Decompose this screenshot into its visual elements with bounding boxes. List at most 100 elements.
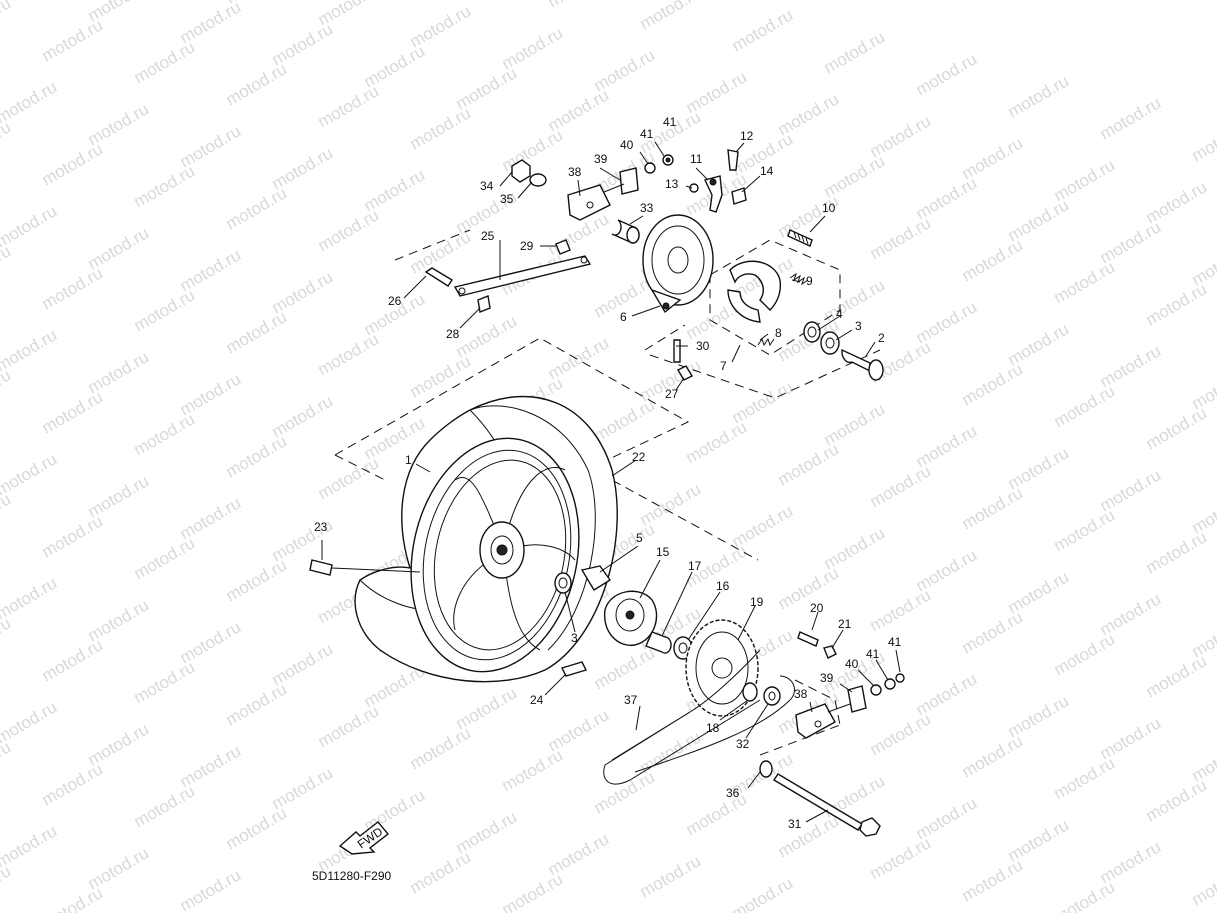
callout-41d: 41 xyxy=(888,635,902,649)
callout-38a: 38 xyxy=(568,165,582,179)
watermark-text: motod.ru xyxy=(959,235,1027,285)
wheel-bearing xyxy=(554,572,572,594)
watermark-text: motod.ru xyxy=(1143,279,1211,329)
callout-13: 13 xyxy=(665,177,679,191)
watermark-text: motod.ru xyxy=(0,737,14,787)
brake-cam-lever xyxy=(689,149,747,213)
watermark-text: motod.ru xyxy=(1051,877,1119,913)
watermark-text: motod.ru xyxy=(131,409,199,459)
collar xyxy=(611,219,640,244)
watermark-text: motod.ru xyxy=(775,439,843,489)
watermark-text: motod.ru xyxy=(1143,651,1211,701)
watermark-text: motod.ru xyxy=(545,0,613,11)
tension-bar-bolts xyxy=(424,239,571,313)
watermark-text: motod.ru xyxy=(0,573,60,623)
callout-38b: 38 xyxy=(794,687,808,701)
watermark-text: motod.ru xyxy=(0,365,14,415)
brake-bolts xyxy=(673,339,693,381)
callout-26: 26 xyxy=(388,294,402,308)
watermark-text: motod.ru xyxy=(0,489,14,539)
balance-weight xyxy=(561,661,587,677)
watermark-text: motod.ru xyxy=(39,635,107,685)
callout-19: 19 xyxy=(750,595,764,609)
watermark-text: motod.ru xyxy=(39,263,107,313)
watermark-text: motod.ru xyxy=(223,803,291,853)
callout-32: 32 xyxy=(736,737,750,751)
watermark-text: motod.ru xyxy=(39,387,107,437)
watermark-text: motod.ru xyxy=(1143,527,1211,577)
watermark-text: motod.ru xyxy=(223,555,291,605)
watermark-text: motod.ru xyxy=(867,461,935,511)
callout-41b: 41 xyxy=(663,115,677,129)
watermark-text: motod.ru xyxy=(591,395,659,445)
watermark-text: motod.ru xyxy=(0,77,60,127)
brake-shoe-plate xyxy=(642,214,714,314)
watermark-text: motod.ru xyxy=(959,731,1027,781)
watermark-text: motod.ru xyxy=(1189,611,1217,661)
diagram-code: 5D11280-F290 xyxy=(312,869,391,883)
watermark-text: motod.ru xyxy=(1051,629,1119,679)
watermark-text: motod.ru xyxy=(407,351,475,401)
callout-35: 35 xyxy=(500,192,514,206)
callout-20: 20 xyxy=(810,601,824,615)
watermark-text: motod.ru xyxy=(0,201,60,251)
callout-7: 7 xyxy=(720,359,727,373)
watermark-text: motod.ru xyxy=(177,865,245,913)
watermark-text: motod.ru xyxy=(39,15,107,65)
watermark-text: motod.ru xyxy=(1189,859,1217,909)
watermark-text: motod.ru xyxy=(867,709,935,759)
callout-11: 11 xyxy=(690,152,703,166)
watermark-text: motod.ru xyxy=(407,227,475,277)
watermark-text: motod.ru xyxy=(591,643,659,693)
callout-12: 12 xyxy=(740,129,754,143)
callout-10: 10 xyxy=(822,201,836,215)
callout-31: 31 xyxy=(788,817,802,831)
watermark-text: motod.ru xyxy=(223,431,291,481)
watermark-text: motod.ru xyxy=(407,723,475,773)
callout-23: 23 xyxy=(314,520,328,534)
watermark-text: motod.ru xyxy=(867,833,935,883)
watermark-text: motod.ru xyxy=(1051,257,1119,307)
watermark-text: motod.ru xyxy=(131,533,199,583)
callout-28: 28 xyxy=(446,327,460,341)
callout-24: 24 xyxy=(530,693,544,707)
watermark-text: motod.ru xyxy=(131,781,199,831)
watermark-text: motod.ru xyxy=(0,117,14,167)
callout-29: 29 xyxy=(520,239,534,253)
watermark-text: motod.ru xyxy=(683,417,751,467)
watermark-text: motod.ru xyxy=(499,125,567,175)
callout-4: 4 xyxy=(836,307,843,321)
sprocket-bolt-nut xyxy=(797,631,837,659)
rear-sprocket xyxy=(685,619,759,717)
watermark-text: motod.ru xyxy=(867,585,935,635)
watermark-text: motod.ru xyxy=(729,873,797,913)
watermark-text: motod.ru xyxy=(407,847,475,897)
brake-shoes xyxy=(727,260,782,323)
tire-valve xyxy=(309,559,421,576)
callout-8: 8 xyxy=(775,326,782,340)
damper xyxy=(580,565,612,591)
watermark-text: motod.ru xyxy=(0,325,60,375)
sprocket-hub xyxy=(604,590,658,646)
watermark-text: motod.ru xyxy=(1189,487,1217,537)
callout-40b: 40 xyxy=(845,657,859,671)
watermark-text: motod.ru xyxy=(1051,381,1119,431)
watermark-text: motod.ru xyxy=(223,183,291,233)
watermark-text: motod.ru xyxy=(39,511,107,561)
callout-labels: 1 2 3 3 4 5 6 7 8 9 10 11 12 13 14 15 16… xyxy=(314,115,902,831)
watermark-text: motod.ru xyxy=(131,37,199,87)
watermark-text: motod.ru xyxy=(1189,363,1217,413)
watermark-text: motod.ru xyxy=(39,759,107,809)
callout-27: 27 xyxy=(665,387,679,401)
watermark-text: motod.ru xyxy=(1005,71,1073,121)
chain-puller-left xyxy=(567,154,674,221)
callout-17: 17 xyxy=(688,559,702,573)
drive-chain xyxy=(603,649,795,785)
watermark-text: motod.ru xyxy=(959,855,1027,905)
callout-30: 30 xyxy=(696,339,710,353)
watermark-text: motod.ru xyxy=(223,59,291,109)
callout-34: 34 xyxy=(480,179,494,193)
callout-40a: 40 xyxy=(620,138,634,152)
callout-36: 36 xyxy=(726,786,740,800)
